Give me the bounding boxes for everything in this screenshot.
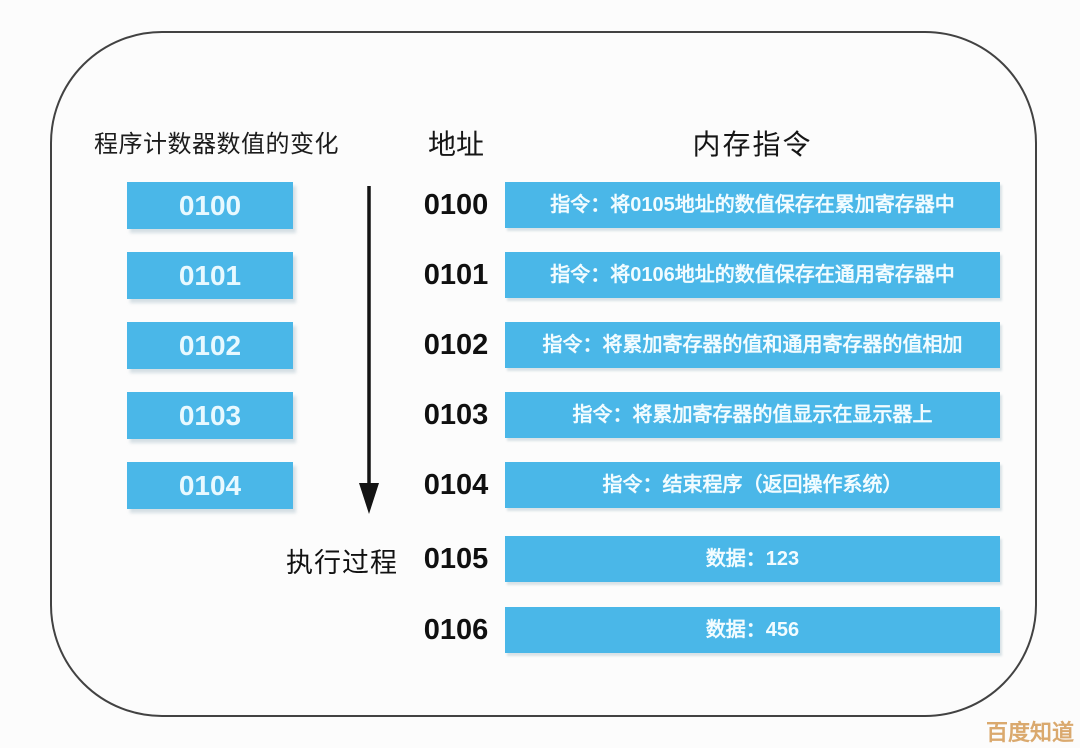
- memory-instruction-box: 指令：结束程序（返回操作系统）: [505, 462, 1000, 508]
- address-label: 0104: [423, 469, 489, 501]
- address-label: 0106: [423, 614, 489, 646]
- pc-value-box: 0104: [127, 462, 293, 509]
- address-label: 0102: [423, 329, 489, 361]
- memory-data-box: 数据：123: [505, 536, 1000, 582]
- address-label: 0103: [423, 399, 489, 431]
- pc-value-box: 0101: [127, 252, 293, 299]
- address-label: 0105: [423, 543, 489, 575]
- execution-arrow-icon: [359, 186, 379, 514]
- instruction-column-header: 内存指令: [692, 129, 813, 160]
- memory-instruction-box: 指令：将累加寄存器的值显示在显示器上: [505, 392, 1000, 438]
- memory-data-box: 数据：456: [505, 607, 1000, 653]
- memory-instruction-box: 指令：将累加寄存器的值和通用寄存器的值相加: [505, 322, 1000, 368]
- pc-value-box: 0103: [127, 392, 293, 439]
- pc-column-title: 程序计数器数值的变化: [94, 131, 339, 158]
- baidu-zhidao-watermark: 百度知道: [986, 720, 1075, 745]
- pc-value-box: 0100: [127, 182, 293, 229]
- pc-value-box: 0102: [127, 322, 293, 369]
- rounded-border-frame: [50, 31, 1037, 717]
- memory-instruction-box: 指令：将0106地址的数值保存在通用寄存器中: [505, 252, 1000, 298]
- address-label: 0101: [423, 259, 489, 291]
- execution-process-label: 执行过程: [286, 548, 398, 578]
- memory-instruction-box: 指令：将0105地址的数值保存在累加寄存器中: [505, 182, 1000, 228]
- address-column-header: 地址: [427, 129, 484, 160]
- address-label: 0100: [423, 189, 489, 221]
